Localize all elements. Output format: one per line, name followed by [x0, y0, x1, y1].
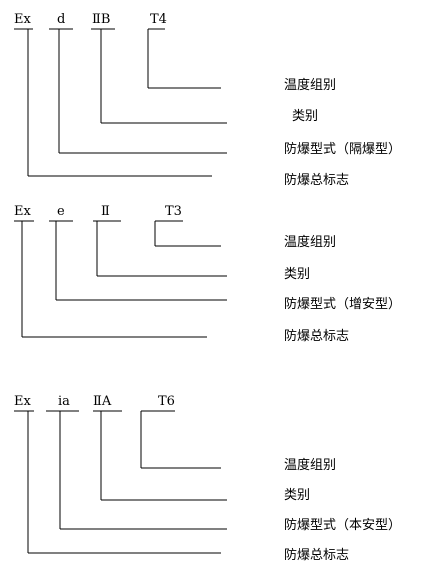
- label-temperature-class: 温度组别: [284, 457, 336, 473]
- code-protection-type: ia: [58, 394, 70, 409]
- label-temperature-class: 温度组别: [284, 77, 336, 93]
- label-temperature-class: 温度组别: [284, 234, 336, 250]
- code-group: ⅡA: [93, 394, 112, 409]
- code-protection-type: e: [57, 204, 65, 219]
- marking-diagram-3: Ex ia ⅡA T6 温度组别 类别 防爆型式（本安型） 防爆总标志: [14, 394, 401, 563]
- marking-diagram-1: Ex d ⅡB T4 温度组别 类别 防爆型式（隔爆型） 防爆总标志: [14, 12, 401, 188]
- label-protection-type: 防爆型式（隔爆型）: [284, 141, 401, 157]
- code-temperature-class: T4: [150, 12, 167, 27]
- label-protection-type: 防爆型式（增安型）: [284, 296, 401, 312]
- label-category: 类别: [292, 109, 318, 124]
- code-group: ⅡB: [92, 12, 110, 27]
- label-category: 类别: [284, 488, 310, 503]
- label-general-mark: 防爆总标志: [284, 172, 349, 188]
- label-general-mark: 防爆总标志: [284, 328, 349, 344]
- code-ex: Ex: [14, 12, 31, 27]
- label-category: 类别: [284, 267, 310, 282]
- code-ex: Ex: [14, 394, 31, 409]
- code-protection-type: d: [57, 12, 65, 27]
- label-general-mark: 防爆总标志: [284, 547, 349, 563]
- code-ex: Ex: [14, 204, 31, 219]
- code-temperature-class: T6: [158, 394, 175, 409]
- code-temperature-class: T3: [165, 204, 182, 219]
- marking-diagram-2: Ex e Ⅱ T3 温度组别 类别 防爆型式（增安型） 防爆总标志: [14, 204, 401, 344]
- code-group: Ⅱ: [101, 204, 110, 219]
- label-protection-type: 防爆型式（本安型）: [284, 517, 401, 533]
